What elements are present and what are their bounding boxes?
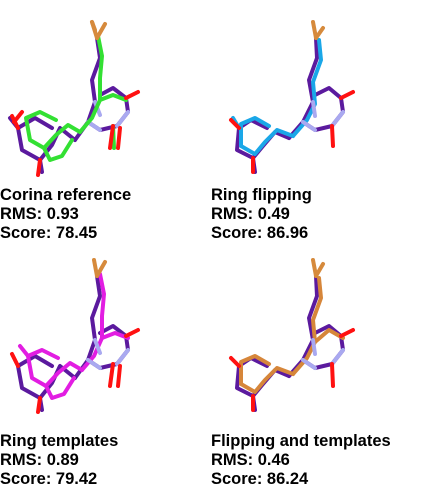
methyl-top — [311, 258, 325, 278]
oxygen-atoms — [10, 328, 140, 414]
rms-value: RMS: 0.93 — [0, 205, 79, 223]
methyl-top — [311, 20, 325, 40]
panel-title: Ring templates — [0, 432, 119, 450]
nitrogen-atoms — [301, 338, 345, 370]
methyl-top — [90, 20, 107, 40]
panel-ring-templates: Ring templates RMS: 0.89 Score: 79.42 — [0, 246, 211, 492]
panel-caption: Flipping and templates RMS: 0.46 Score: … — [211, 432, 391, 489]
panel-title: Corina reference — [0, 186, 132, 204]
panel-caption: Ring flipping RMS: 0.49 Score: 86.96 — [211, 186, 312, 243]
reference-structure — [8, 36, 130, 174]
score-value: Score: 86.96 — [211, 224, 309, 242]
oxygen-atoms — [229, 90, 355, 174]
panel-flipping-and-templates: Flipping and templates RMS: 0.46 Score: … — [211, 246, 422, 492]
score-value: Score: 79.42 — [0, 470, 98, 488]
oxygen-atoms — [229, 328, 355, 412]
nitrogen-atoms — [86, 338, 130, 370]
model-structure — [231, 38, 323, 156]
molecule-overlay-corina — [8, 20, 140, 177]
panel-caption: Corina reference RMS: 0.93 Score: 78.45 — [0, 186, 131, 243]
panel-corina-reference: Corina reference RMS: 0.93 Score: 78.45 — [0, 0, 211, 246]
panel-title: Ring flipping — [211, 186, 312, 204]
model-structure — [239, 276, 345, 394]
rms-value: RMS: 0.49 — [211, 205, 290, 223]
panel-caption: Ring templates RMS: 0.89 Score: 79.42 — [0, 432, 118, 489]
molecule-overlay-ring-flipping — [229, 20, 355, 174]
score-value: Score: 78.45 — [0, 224, 98, 242]
rms-value: RMS: 0.89 — [0, 451, 79, 469]
rms-value: RMS: 0.46 — [211, 451, 290, 469]
panel-ring-flipping: Ring flipping RMS: 0.49 Score: 86.96 — [211, 0, 422, 246]
molecule-overlay-flipping-and-templates — [229, 258, 355, 412]
reference-structure — [16, 274, 130, 412]
panel-title: Flipping and templates — [211, 432, 391, 450]
oxygen-atoms — [10, 90, 140, 177]
methyl-top — [92, 258, 107, 278]
molecule-overlay-ring-templates — [10, 258, 140, 414]
model-structure — [24, 34, 128, 162]
nitrogen-atoms — [301, 100, 345, 132]
model-structure — [18, 272, 130, 400]
score-value: Score: 86.24 — [211, 470, 309, 488]
